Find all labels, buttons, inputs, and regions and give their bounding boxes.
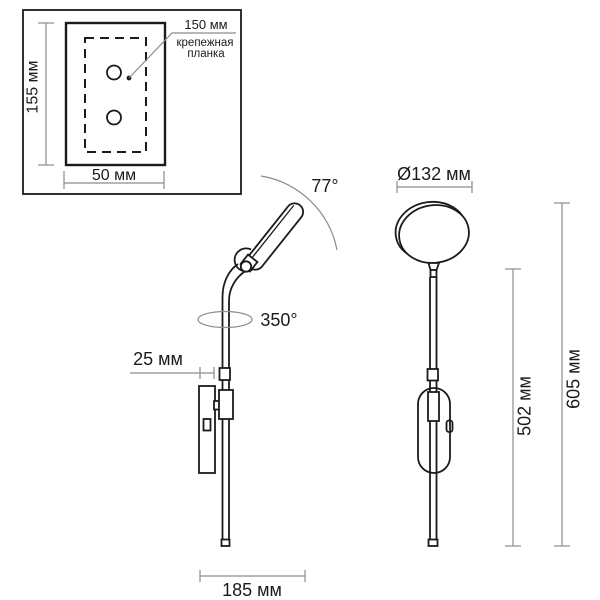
spec-inset-box: [22, 9, 242, 195]
bracket-length-label: 150 мм: [184, 17, 227, 32]
lamp-arm-side-right-edge: [228, 270, 247, 540]
side-view: 77° 350° 25 мм: [130, 175, 339, 600]
plate-height-dimension: [38, 22, 54, 166]
total-height-dimension: [554, 202, 570, 547]
front-view: Ø132 мм 502 мм: [394, 164, 584, 547]
rotation-ellipse: [197, 310, 253, 329]
plate-height-label: 155 мм: [25, 60, 42, 113]
plate-width-label: 50 мм: [92, 167, 136, 184]
tilt-angle-arc: [260, 175, 338, 251]
screw-hole-top: [106, 64, 122, 81]
head-diameter-dimension: [396, 181, 473, 193]
mounting-bracket-dashed-outline: [84, 37, 147, 153]
rod-height-label: 502 мм: [515, 376, 535, 436]
arm-collar-side: [218, 367, 231, 381]
wall-offset-dimension: [130, 367, 215, 379]
wall-plate-side: [198, 385, 216, 474]
rotation-angle-label: 350°: [260, 310, 297, 330]
hinge-ball-joint: [239, 260, 253, 273]
switch-cutout-side: [202, 418, 212, 432]
arm-sleeve-front: [427, 391, 440, 422]
lamp-head-inner-edge: [250, 204, 295, 260]
tilt-angle-label: 77°: [311, 176, 338, 196]
spec-inset: 150 мм крепежная планка 155 мм 50 мм: [22, 9, 242, 195]
head-diameter-label: Ø132 мм: [397, 164, 471, 184]
arm-endcap-front: [427, 538, 439, 547]
wall-offset-label: 25 мм: [133, 349, 183, 369]
rod-height-dimension: [505, 268, 521, 547]
arm-endcap-side: [220, 538, 231, 547]
reach-dimension: [199, 570, 306, 582]
plate-width-dimension: [63, 171, 165, 189]
bracket-name-label-line2: планка: [187, 48, 225, 60]
head-neck-collar-front: [429, 269, 438, 278]
head-neck-front: [427, 262, 441, 271]
arm-collar-front: [426, 368, 439, 382]
wall-plate-front: [417, 387, 451, 474]
arm-sleeve-side: [218, 389, 234, 420]
total-height-label: 605 мм: [564, 349, 584, 409]
bracket-name-label-line1: крепежная: [177, 37, 234, 49]
screw-hole-bottom: [106, 109, 122, 126]
reach-label: 185 мм: [222, 580, 282, 600]
bracket-callout-leader: [128, 32, 236, 79]
mounting-plate-outline: [64, 21, 167, 167]
